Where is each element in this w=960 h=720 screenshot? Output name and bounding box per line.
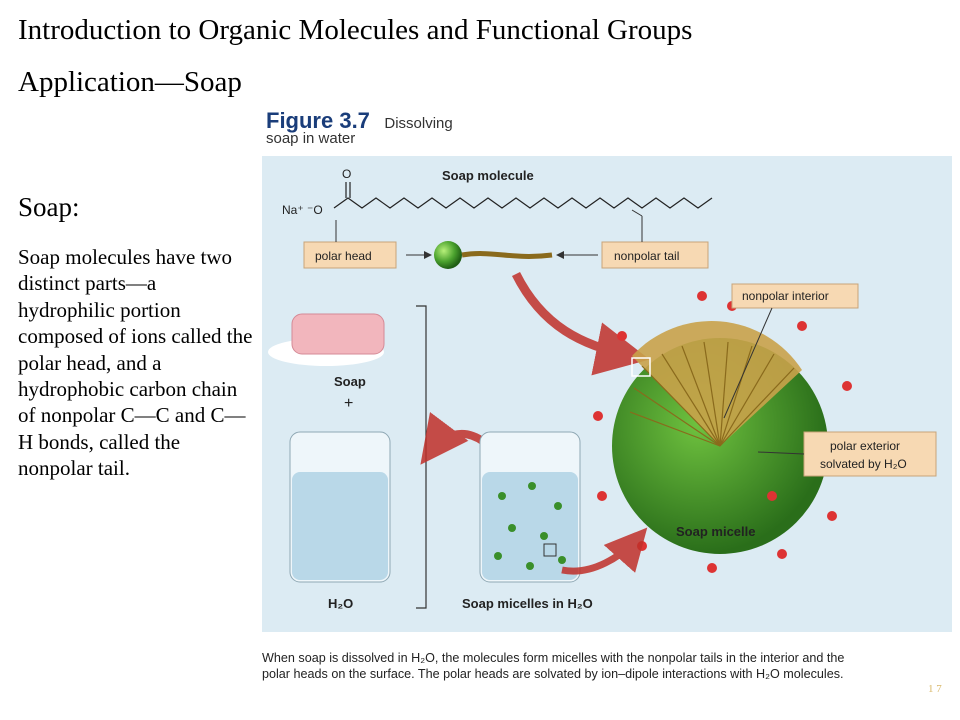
grouping-bracket <box>416 306 426 608</box>
na-o-label: Na⁺ ⁻O <box>282 203 323 217</box>
polar-exterior-label-2: solvated by H₂O <box>820 457 907 471</box>
caption-line-1: When soap is dissolved in H₂O, the molec… <box>262 650 952 666</box>
plus-sign: + <box>344 395 353 412</box>
soap-micelles-in-h2o-label: Soap micelles in H₂O <box>462 596 593 611</box>
figure-desc-line1: Dissolving <box>384 115 452 132</box>
arrow-between-beakers <box>430 434 484 452</box>
section-heading: Soap: <box>18 192 80 223</box>
beaker-micelles <box>480 432 580 582</box>
nonpolar-tail-label: nonpolar tail <box>614 249 679 263</box>
figure-illustration: Soap molecule O Na⁺ ⁻O polar head nonpol… <box>262 156 952 632</box>
slide-subtitle: Application—Soap <box>18 66 242 99</box>
soap-micelle-label: Soap micelle <box>676 524 755 539</box>
carbonyl-o: O <box>342 167 351 181</box>
nonpolar-tail-strand <box>462 254 552 257</box>
beaker-water-liquid <box>292 472 388 580</box>
page-number: 1 7 <box>928 683 942 695</box>
polar-head-ball <box>434 241 462 269</box>
polar-head-label: polar head <box>315 249 372 263</box>
figure-panel: Soap molecule O Na⁺ ⁻O polar head nonpol… <box>262 156 952 632</box>
figure-desc-line2: soap in water <box>266 130 355 147</box>
slide-title: Introduction to Organic Molecules and Fu… <box>18 14 692 47</box>
caption-line-2: polar heads on the surface. The polar he… <box>262 666 952 682</box>
soap-block <box>292 314 384 354</box>
soap-molecule-label: Soap molecule <box>442 168 534 183</box>
carbon-chain <box>334 198 712 208</box>
body-paragraph: Soap molecules have two distinct parts—a… <box>18 244 258 482</box>
nonpolar-tail-pointer-2 <box>632 210 642 216</box>
soap-label: Soap <box>334 374 366 389</box>
soap-micelle <box>612 321 828 554</box>
figure-caption: When soap is dissolved in H₂O, the molec… <box>262 650 952 682</box>
nonpolar-interior-label: nonpolar interior <box>742 289 829 303</box>
polar-exterior-label-1: polar exterior <box>830 439 900 453</box>
soap-bar <box>268 314 384 366</box>
beaker-water <box>290 432 390 582</box>
h2o-label: H₂O <box>328 596 353 611</box>
arrow-to-micelle <box>516 274 632 356</box>
